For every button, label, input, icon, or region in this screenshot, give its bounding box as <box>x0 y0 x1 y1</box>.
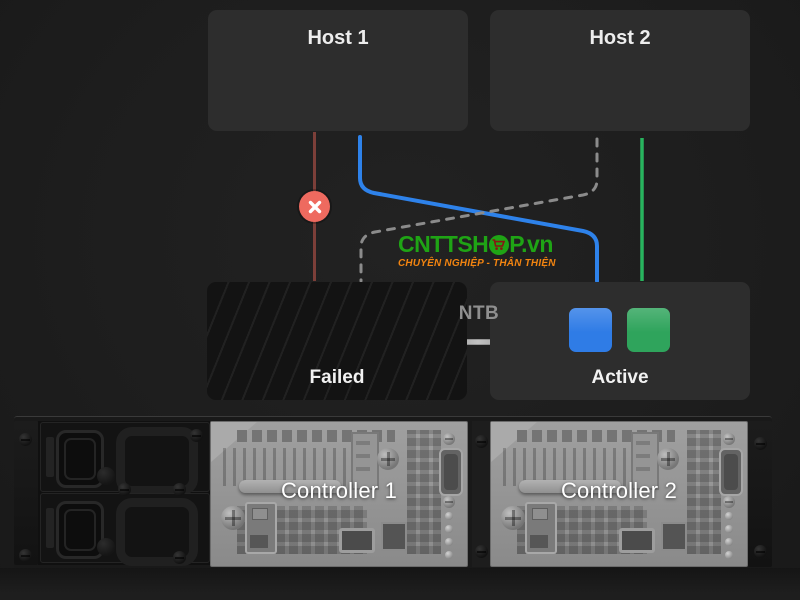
serial-port <box>719 448 743 496</box>
controller2-label: Controller 2 <box>560 478 678 503</box>
serial-port <box>439 448 463 496</box>
screw-icon <box>190 429 203 442</box>
logo-tagline: CHUYÊN NGHIỆP - THÂN THIỆN <box>398 258 556 269</box>
logo-text: CNTTSH P.vn <box>398 233 553 256</box>
controller-handle <box>519 480 621 493</box>
psu-handle <box>116 427 198 495</box>
thumbscrew-icon <box>657 448 679 470</box>
psu-handle <box>116 498 198 566</box>
screw-icon <box>723 496 735 508</box>
host2-label: Host 2 <box>589 27 651 49</box>
led-indicators <box>445 512 453 559</box>
screw-icon <box>475 545 488 558</box>
brand-logo: CNTTSH P.vn CHUYÊN NGHIỆP - THÂN THIỆN <box>398 233 556 269</box>
error-icon <box>299 191 330 222</box>
storage-chassis: Controller 1 Controller 2 <box>14 416 772 569</box>
screw-icon <box>19 433 32 446</box>
screw-icon <box>723 433 735 445</box>
x-mark-icon <box>308 200 321 213</box>
host1-box: Host 1 <box>208 10 468 131</box>
chassis-ear-left <box>14 421 38 565</box>
psu-hinge <box>46 508 54 548</box>
host2-box: Host 2 <box>490 10 750 131</box>
psu-latch-knob <box>97 538 115 556</box>
psu-latch-knob <box>97 467 115 485</box>
failed-controller-box: Failed <box>207 282 467 400</box>
screw-icon <box>19 549 32 562</box>
screw-icon <box>173 551 186 564</box>
host1-label: Host 1 <box>307 27 369 49</box>
logo-text-suffix: P.vn <box>509 231 553 257</box>
controller-handle <box>239 480 341 493</box>
floor-shadow <box>0 568 800 600</box>
chassis-divider <box>472 421 490 567</box>
logo-text-prefix: CNTTSH <box>398 231 489 257</box>
ethernet-port <box>525 502 557 554</box>
usb-port <box>619 528 655 553</box>
psu-unit-1 <box>40 422 210 495</box>
screw-icon <box>754 545 767 558</box>
screw-icon <box>475 435 488 448</box>
screw-icon <box>118 483 131 496</box>
failed-label: Failed <box>309 367 365 388</box>
vent-grid <box>687 430 721 554</box>
usb-port <box>339 528 375 553</box>
psu-unit-2 <box>40 493 210 566</box>
screw-icon <box>173 483 186 496</box>
vent-grid <box>503 448 653 486</box>
vent-grid <box>223 448 373 486</box>
psu-bay <box>38 421 210 566</box>
resource-chip-blue <box>569 308 612 352</box>
screw-icon <box>754 437 767 450</box>
active-controller-box: Active <box>490 282 750 400</box>
screw-icon <box>443 433 455 445</box>
chassis-ear-right <box>748 421 772 567</box>
sas-port <box>661 522 687 551</box>
ethernet-port <box>245 502 277 554</box>
sas-port <box>381 522 407 551</box>
ntb-label: NTB <box>458 303 500 324</box>
thumbscrew-icon <box>501 506 525 530</box>
expansion-slot <box>351 432 379 490</box>
led-indicators <box>725 512 733 559</box>
psu-power-socket <box>56 501 104 559</box>
thumbscrew-icon <box>221 506 245 530</box>
thumbscrew-icon <box>377 448 399 470</box>
active-label: Active <box>591 367 649 388</box>
controller2-panel: Controller 2 <box>490 421 748 567</box>
vent-grid <box>407 430 441 554</box>
controller1-label: Controller 1 <box>280 478 398 503</box>
resource-chip-green <box>627 308 670 352</box>
shopping-cart-icon <box>488 234 509 255</box>
controller1-panel: Controller 1 <box>210 421 468 567</box>
screw-icon <box>443 496 455 508</box>
psu-hinge <box>46 437 54 477</box>
psu-power-socket <box>56 430 104 488</box>
